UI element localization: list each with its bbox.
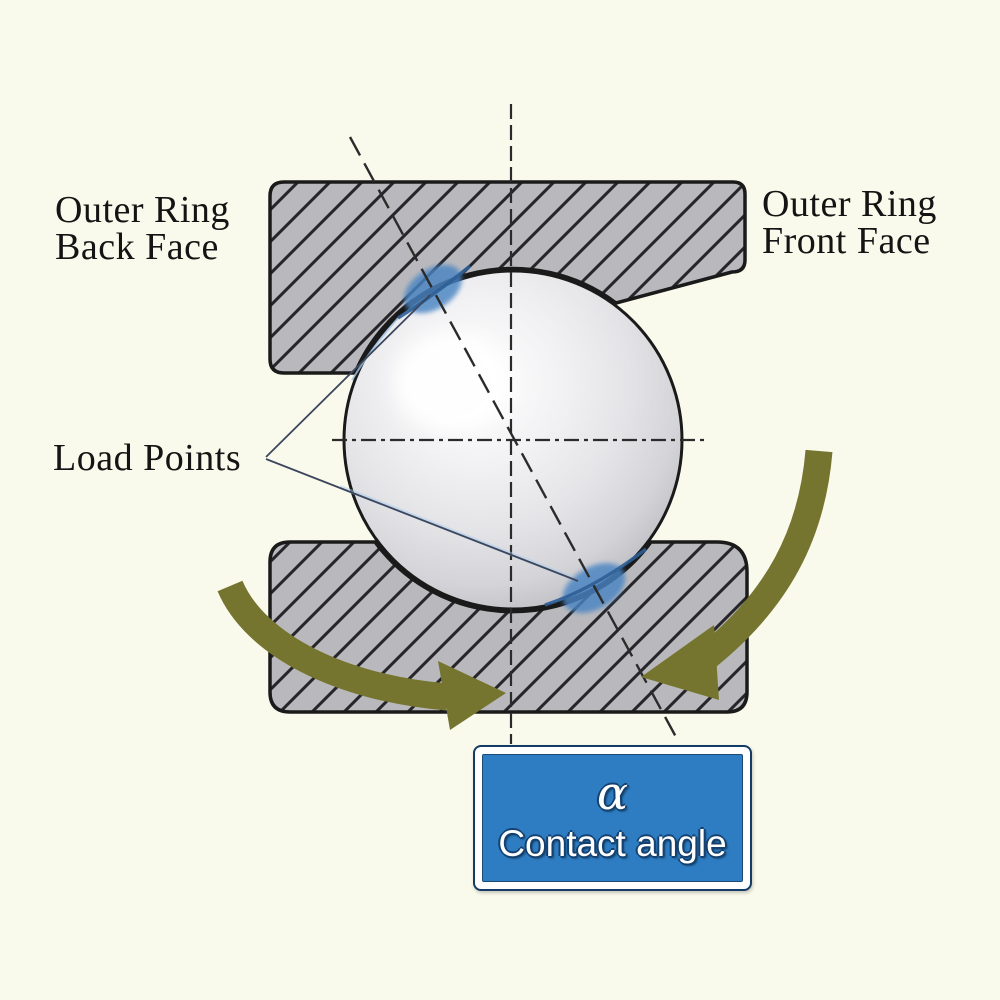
outer-ring-back-face-label: Outer Ring Back Face [55, 189, 230, 268]
outer-ring-section [268, 180, 747, 375]
contact-angle-label: Contact angle [498, 823, 727, 864]
contact-angle-box-inner: α Contact angle [482, 754, 743, 882]
rotation-arrow-right [641, 449, 833, 700]
outer-ring-back-face-line1: Outer Ring [55, 189, 230, 231]
ball-highlight [394, 332, 510, 432]
outer-ring-back-face-line2: Back Face [55, 226, 219, 268]
rotation-arrow-left [217, 580, 506, 730]
raceway-line-upper [397, 264, 472, 320]
contact-angle-line [348, 136, 678, 738]
load-points-label: Load Points [53, 437, 242, 479]
contact-angle-box: α Contact angle [473, 745, 752, 891]
inner-ring-section [268, 540, 749, 714]
raceway-edge-upper [351, 317, 399, 381]
outer-ring-front-face-line2: Front Face [762, 220, 931, 262]
outer-ring-front-face-line1: Outer Ring [762, 183, 937, 225]
outer-ring-front-face-label: Outer Ring Front Face [762, 183, 937, 262]
leader-line-lower [265, 458, 579, 582]
load-point-upper [404, 264, 462, 314]
raceway-line-lower [544, 547, 648, 607]
alpha-symbol: α [596, 766, 629, 820]
leader-line-upper [265, 294, 431, 458]
